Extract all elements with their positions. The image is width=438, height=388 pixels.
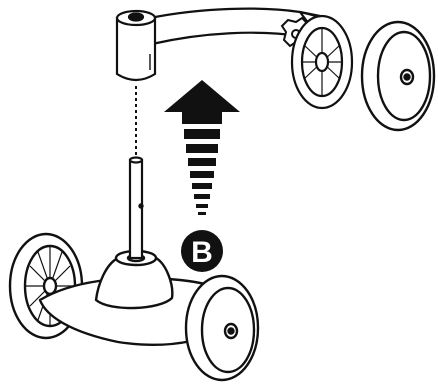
step-badge: B: [181, 230, 223, 272]
front-wheel-right: [186, 276, 258, 380]
up-arrow-icon: [164, 80, 240, 215]
rear-wheel-back: [292, 16, 352, 108]
steering-column-socket: [117, 11, 155, 80]
steering-post: [130, 158, 143, 259]
step-badge-letter: B: [191, 236, 213, 269]
rear-wheel-upper: [362, 22, 434, 130]
